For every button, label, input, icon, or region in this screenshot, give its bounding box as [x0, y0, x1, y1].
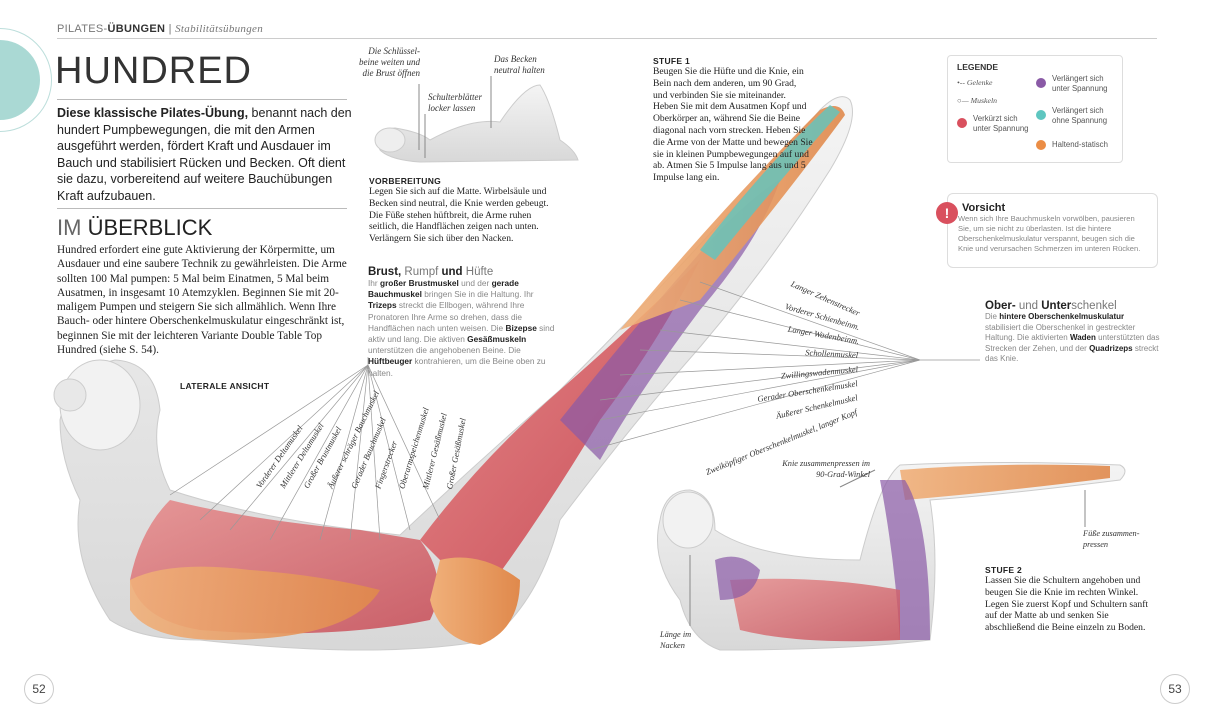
legend-title: LEGENDE	[957, 62, 999, 72]
step1-block: STUFE 1 Beugen Sie die Hüfte und die Kni…	[653, 56, 813, 184]
overview-heading: IM ÜBERBLICK	[57, 215, 212, 241]
legend-joints-label: Gelenke	[966, 78, 993, 87]
legend-item: Verlängert sich unter Spannung	[1036, 74, 1120, 93]
overview-heading-bold: ÜBERBLICK	[87, 215, 213, 240]
lateral-view-label: LATERALE ANSICHT	[180, 381, 270, 391]
page-number-left: 52	[24, 674, 54, 704]
overview-text: Hundred erfordert eine gute Aktivierung …	[57, 244, 347, 357]
prep-note: Schulterblätter locker lassen	[428, 92, 482, 113]
step2-figure	[657, 462, 1126, 651]
intro-paragraph: Diese klassische Pilates-Übung, benannt …	[57, 105, 357, 204]
caution-text: Wenn sich Ihre Bauchmuskeln vorwölben, p…	[958, 214, 1141, 253]
header-rule	[57, 38, 1157, 39]
torso-heading: Brust, Rumpf und Hüfte	[368, 266, 563, 278]
legend-joints: •-- Gelenke	[957, 78, 993, 87]
prep-title: VORBEREITUNG	[369, 176, 442, 186]
caution-title: Vorsicht	[962, 202, 1006, 214]
warning-icon: !	[936, 202, 958, 224]
header-separator: |	[168, 23, 172, 35]
legs-heading-part: schenkel	[1071, 300, 1117, 312]
intro-text: benannt nach den hundert Pumpbewegungen,…	[57, 106, 352, 203]
step1-title: STUFE 1	[653, 56, 691, 66]
step2-text: Lassen Sie die Schultern angehoben und b…	[985, 575, 1149, 634]
running-header: PILATES-ÜBUNGEN | Stabilitätsübungen	[57, 23, 263, 35]
prep-block: VORBEREITUNG Legen Sie sich auf die Matt…	[369, 176, 561, 245]
step2-note: Knie zusammenpressen im 90-Grad-Winkel	[782, 459, 870, 479]
legs-heading-part: Ober-	[985, 300, 1016, 312]
legend-swatch	[957, 118, 967, 128]
legend-item: Verkürzt sich unter Spannung	[957, 114, 1029, 133]
legend-swatch	[1036, 140, 1046, 150]
legend-swatch	[1036, 110, 1046, 120]
legs-heading: Ober- und Unterschenkel	[985, 300, 1160, 312]
torso-heading-part: Brust,	[368, 266, 402, 278]
overview-heading-thin: IM	[57, 215, 88, 240]
legend-label: Verlängert sich ohne Spannung	[1052, 106, 1108, 125]
step2-note: Länge im Nacken	[660, 630, 692, 650]
torso-heading-part: und	[441, 266, 463, 278]
prep-note: Das Becken neutral halten	[494, 54, 545, 75]
step1-text: Beugen Sie die Hüfte und die Knie, ein B…	[653, 66, 813, 184]
legs-block: Ober- und Unterschenkel Die hintere Ober…	[985, 300, 1160, 365]
caution-box: ! Vorsicht Wenn sich Ihre Bauchmuskeln v…	[936, 193, 1158, 268]
legs-text: Die hintere Oberschenkelmuskulatur stabi…	[985, 312, 1160, 363]
header-section-bold: ÜBUNGEN	[107, 23, 166, 35]
legend-swatch	[1036, 78, 1046, 88]
legend-muscles-label: Muskeln	[970, 96, 998, 105]
divider	[57, 208, 347, 209]
leg-label-lines	[589, 281, 980, 451]
legend-item: Verlängert sich ohne Spannung	[1036, 106, 1120, 125]
intro-bold: Diese klassische Pilates-Übung,	[57, 106, 249, 120]
legend-item: Haltend-statisch	[1036, 140, 1120, 150]
legend-muscles: ○— Muskeln	[957, 96, 998, 105]
legs-heading-part: und	[1015, 300, 1042, 312]
torso-block: Brust, Rumpf und Hüfte Ihr großer Brustm…	[368, 266, 563, 379]
divider	[57, 99, 347, 100]
header-section: PILATES-	[57, 23, 108, 35]
main-figure	[53, 96, 853, 651]
step2-block: STUFE 2 Lassen Sie die Schultern angehob…	[985, 565, 1153, 634]
legend-label: Haltend-statisch	[1052, 140, 1108, 149]
prep-note: Die Schlüssel-beine weiten und die Brust…	[359, 46, 420, 78]
upper-label-lines	[169, 357, 441, 541]
torso-heading-part: Hüfte	[462, 266, 494, 278]
header-subsection: Stabilitätsübungen	[175, 23, 264, 35]
page-number-right: 53	[1160, 674, 1190, 704]
prep-text: Legen Sie sich auf die Matte. Wirbelsäul…	[369, 186, 549, 245]
legend-label: Verkürzt sich unter Spannung	[973, 114, 1029, 133]
step2-note: Füße zusammen-pressen	[1083, 529, 1140, 549]
torso-heading-part: Rumpf	[401, 266, 442, 278]
step2-title: STUFE 2	[985, 565, 1023, 575]
legend: LEGENDE •-- Gelenke ○— Muskeln Verkürzt …	[947, 55, 1123, 163]
prep-figure	[374, 76, 579, 163]
page-title: HUNDRED	[55, 50, 252, 92]
torso-text: Ihr großer Brustmuskel und der gerade Ba…	[368, 278, 555, 378]
legs-heading-part: Unter	[1041, 300, 1072, 312]
legend-label: Verlängert sich unter Spannung	[1052, 74, 1108, 93]
